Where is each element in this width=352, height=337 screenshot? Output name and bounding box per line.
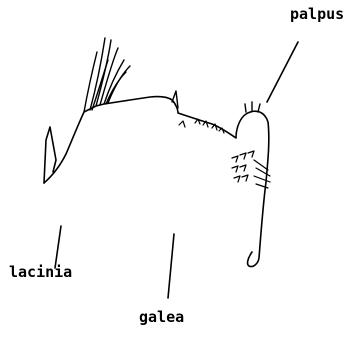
galea-leader — [168, 234, 174, 298]
palpus-leader — [267, 42, 298, 102]
sensory-setae — [232, 151, 270, 188]
lacinia-leader — [55, 226, 61, 268]
galea-label: galea — [139, 310, 184, 325]
palpus-setae — [245, 102, 260, 112]
lacinia-label: lacinia — [9, 265, 72, 280]
maxilla-outline — [44, 97, 269, 267]
lacinia-spine — [44, 127, 56, 183]
palpus-label: palpus — [290, 7, 344, 22]
